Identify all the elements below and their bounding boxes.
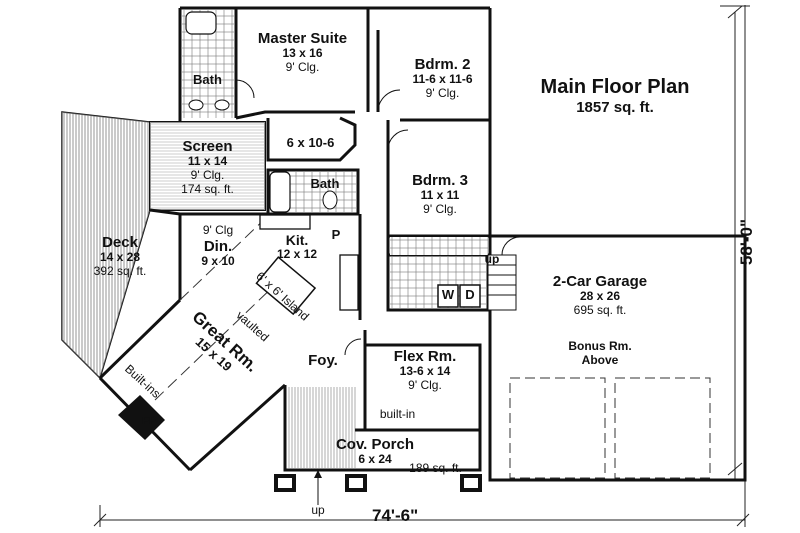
fireplace-label: FP	[134, 415, 164, 428]
bdrm2-ceiling: 9' Clg.	[425, 86, 460, 101]
flex-room-ceiling: 9' Clg.	[408, 378, 442, 393]
master-bath-name: Bath	[193, 72, 222, 87]
bdrm3-size: 11 x 11	[420, 188, 460, 203]
screen-label: Screen 11 x 14 9' Clg. 174 sq. ft.	[155, 138, 260, 197]
depth-dimension-text: 58'-0"	[737, 218, 756, 266]
fireplace-text: FP	[141, 415, 157, 427]
bonus-room-line2: Above	[581, 352, 619, 367]
flex-room-size: 13-6 x 14	[399, 364, 451, 379]
hall-bath-name: Bath	[310, 176, 340, 191]
porch-size: 6 x 24	[358, 452, 392, 467]
porch-stairs-up-label: up	[306, 503, 330, 518]
porch-area-text: 189 sq. ft.	[409, 461, 462, 475]
width-dimension-text: 74'-6"	[372, 506, 419, 525]
flex-builtin-text: built-in	[379, 407, 416, 421]
dryer-label: D	[462, 287, 478, 303]
dryer-letter: D	[465, 287, 475, 302]
bonus-room-line1: Bonus Rm.	[568, 339, 632, 353]
deck-area	[61, 111, 151, 380]
master-suite-label: Master Suite 13 x 16 9' Clg.	[240, 30, 365, 75]
screen-size: 11 x 14	[187, 154, 228, 169]
screen-ceiling: 9' Clg.	[190, 168, 225, 183]
bdrm3-ceiling: 9' Clg.	[423, 202, 457, 217]
bdrm3-label: Bdrm. 3 11 x 11 9' Clg.	[395, 172, 485, 217]
kitchen-label: Kit. 12 x 12	[262, 232, 332, 262]
deck-area-text: 392 sq. ft.	[93, 264, 147, 279]
bdrm2-name: Bdrm. 2	[414, 56, 471, 73]
deck-name: Deck	[102, 234, 138, 251]
bonus-room-label: Bonus Rm. Above	[550, 339, 650, 368]
dining-name: Din.	[203, 237, 233, 255]
garage-area: 695 sq. ft.	[573, 303, 627, 318]
foyer-label: Foy.	[298, 352, 348, 369]
closet-size: 6 x 10-6	[286, 135, 335, 150]
porch-area-label: 189 sq. ft.	[398, 461, 473, 476]
garage-name: 2-Car Garage	[552, 273, 648, 290]
garage-label: 2-Car Garage 28 x 26 695 sq. ft.	[535, 273, 665, 318]
depth-dimension: 58'-0"	[737, 207, 757, 277]
bdrm2-size: 11-6 x 11-6	[412, 72, 473, 87]
master-bath-label: Bath	[185, 72, 230, 88]
hall-bath-label: Bath	[300, 176, 350, 192]
closet-label: 6 x 10-6	[278, 135, 343, 151]
master-suite-ceiling: 9' Clg.	[285, 60, 320, 75]
dining-size: 9 x 10	[201, 254, 235, 269]
plan-title-area: 1857 sq. ft.	[576, 99, 654, 116]
kitchen-name: Kit.	[285, 232, 309, 248]
foyer-name: Foy.	[308, 352, 338, 369]
porch-name: Cov. Porch	[335, 436, 415, 453]
garage-size: 28 x 26	[579, 289, 621, 304]
screen-area: 174 sq. ft.	[181, 181, 234, 196]
pantry-letter: P	[331, 227, 341, 242]
master-suite-size: 13 x 16	[282, 46, 323, 61]
plan-title: Main Floor Plan 1857 sq. ft.	[520, 76, 710, 116]
width-dimension: 74'-6"	[372, 506, 418, 526]
garage-stairs-up-label: up	[480, 252, 504, 267]
dining-ceiling: 9' Clg	[202, 223, 234, 237]
screen-name: Screen	[182, 138, 233, 155]
flex-room-name: Flex Rm.	[393, 348, 457, 365]
porch-stairs-up-text: up	[311, 503, 325, 517]
deck-size: 14 x 28	[99, 250, 141, 265]
flex-room-label: Flex Rm. 13-6 x 14 9' Clg.	[375, 348, 475, 393]
kitchen-size: 12 x 12	[276, 247, 318, 262]
plan-title-name: Main Floor Plan	[540, 76, 690, 98]
master-suite-name: Master Suite	[257, 30, 348, 47]
washer-letter: W	[441, 287, 455, 302]
bdrm3-name: Bdrm. 3	[412, 172, 468, 189]
dining-label: 9' Clg Din. 9 x 10	[188, 223, 248, 269]
porch-label: Cov. Porch 6 x 24	[320, 436, 430, 467]
washer-label: W	[440, 287, 456, 303]
garage-stairs-up-text: up	[484, 252, 500, 266]
pantry-label: P	[326, 227, 346, 243]
deck-label: Deck 14 x 28 392 sq. ft.	[80, 234, 160, 279]
bdrm2-label: Bdrm. 2 11-6 x 11-6 9' Clg.	[395, 56, 490, 101]
flex-builtin-label: built-in	[370, 407, 425, 422]
